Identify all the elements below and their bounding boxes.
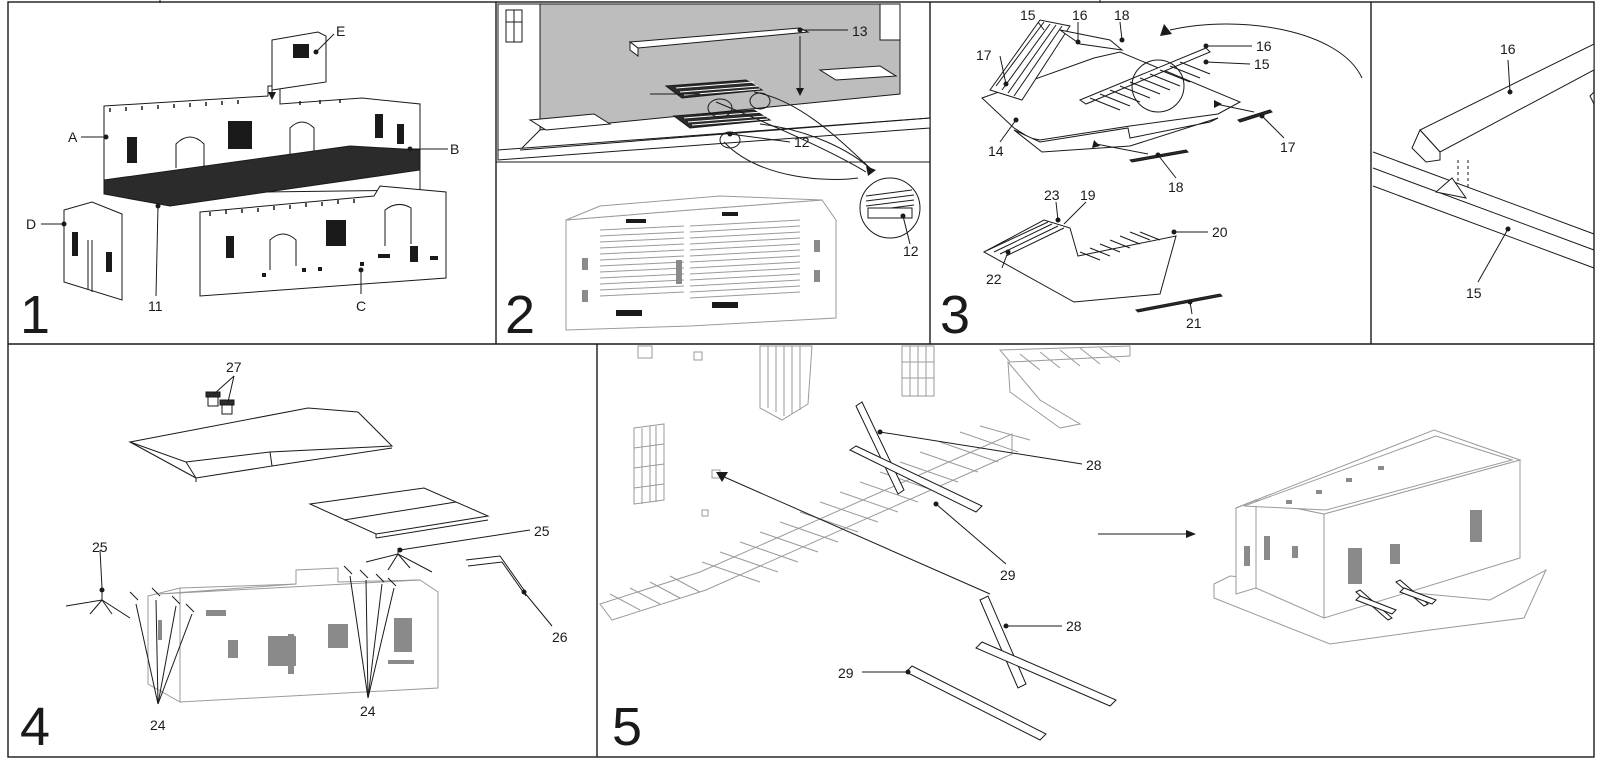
- callout-29-installed: 29: [1000, 567, 1016, 583]
- callout-18-b: 18: [1168, 179, 1184, 195]
- step-5-leaders: [862, 429, 1083, 675]
- building-floors-view: [565, 195, 837, 331]
- step-number-3: 3: [940, 285, 970, 345]
- beam-13: [628, 27, 810, 57]
- step-number-1: 1: [20, 285, 50, 345]
- brace-28-installed: [855, 401, 905, 495]
- callout-12-grate: 12: [794, 134, 810, 150]
- end-wall-d: [63, 201, 123, 301]
- callout-22: 22: [986, 271, 1002, 287]
- callout-24-left: 24: [150, 717, 166, 733]
- callout-15-detail: 15: [1466, 285, 1482, 301]
- callout-25-left: 25: [92, 539, 108, 555]
- brace-29-loose-b: [905, 665, 1047, 741]
- rafter-pieces-24: [129, 565, 397, 613]
- callout-25-right: 25: [534, 523, 550, 539]
- step-number-2: 2: [505, 285, 535, 345]
- step-1-leaders: [41, 33, 448, 297]
- truss-26: [465, 555, 527, 597]
- finished-building: [1213, 429, 1548, 645]
- callout-b: B: [450, 141, 459, 157]
- callout-29-loose: 29: [838, 665, 854, 681]
- callout-27: 27: [226, 359, 242, 375]
- truss-25-left: [65, 588, 131, 619]
- step-number-5: 5: [612, 697, 642, 757]
- panel-grid: [7, 0, 1595, 758]
- callout-16-detail: 16: [1500, 41, 1516, 57]
- strip-21: [1134, 293, 1224, 313]
- callout-26: 26: [552, 629, 568, 645]
- callout-11: 11: [148, 298, 163, 314]
- roof-skeleton-grey: [599, 345, 1131, 621]
- brace-29-loose-a: [975, 641, 1117, 707]
- strip-17: [1237, 109, 1273, 123]
- building-grey-step-4: [147, 567, 439, 703]
- wall-fragments: [633, 345, 935, 517]
- callout-17-a: 17: [976, 47, 992, 63]
- callout-a: A: [68, 129, 78, 145]
- interior-window: [505, 9, 523, 43]
- roof-large: [128, 407, 394, 482]
- callout-17-b: 17: [1280, 139, 1296, 155]
- callout-15-b: 15: [1254, 56, 1270, 72]
- grate-detail: [859, 177, 921, 239]
- callout-16-a: 16: [1072, 7, 1088, 23]
- step-3-panel: 15 16 18 17 16 15 14 17 18 23 19 20 22 2…: [940, 7, 1363, 345]
- callout-18-a: 18: [1114, 7, 1130, 23]
- chimneys-27: [205, 391, 235, 415]
- callout-e: E: [336, 23, 345, 39]
- step-number-4: 4: [20, 697, 50, 757]
- callout-d: D: [26, 216, 36, 232]
- callout-20: 20: [1212, 224, 1228, 240]
- front-wall-c: [199, 185, 447, 297]
- interior-back-wall: [539, 3, 901, 131]
- step-3-leaders: [999, 21, 1285, 315]
- step-4-leaders: [99, 529, 553, 705]
- floor-panel-11: [103, 145, 421, 207]
- callout-21: 21: [1186, 315, 1202, 331]
- step-5-panel: 28 29 28 29 5: [599, 345, 1548, 757]
- callout-24-right: 24: [360, 703, 376, 719]
- roof-section-14: [981, 51, 1242, 153]
- step-1-panel: A B D C E 11 1: [20, 23, 459, 345]
- callout-19: 19: [1080, 187, 1096, 203]
- gable-piece-e: [268, 31, 327, 100]
- brace-29-installed: [849, 445, 983, 513]
- callout-16-b: 16: [1256, 38, 1272, 54]
- roof-section-lower: [982, 219, 1177, 303]
- callout-28-installed: 28: [1086, 457, 1102, 473]
- callout-15-a: 15: [1020, 7, 1036, 23]
- callout-23: 23: [1044, 187, 1060, 203]
- step-3-detail-panel: 16 15: [1372, 41, 1595, 301]
- callout-c: C: [356, 298, 366, 314]
- callout-13: 13: [852, 23, 868, 39]
- step-4-panel: 27 25 25 26 24 24 4: [20, 359, 568, 757]
- callout-14: 14: [988, 143, 1004, 159]
- beam-15-detail: [1372, 151, 1595, 269]
- callout-28-loose: 28: [1066, 618, 1082, 634]
- beam-16-detail: [1411, 43, 1595, 163]
- brace-28-loose: [979, 595, 1027, 689]
- roof-small: [308, 487, 490, 539]
- step-2-panel: 13 12 12 2: [497, 3, 931, 345]
- callout-12-detail: 12: [903, 243, 919, 259]
- rafters-16: [1078, 47, 1211, 111]
